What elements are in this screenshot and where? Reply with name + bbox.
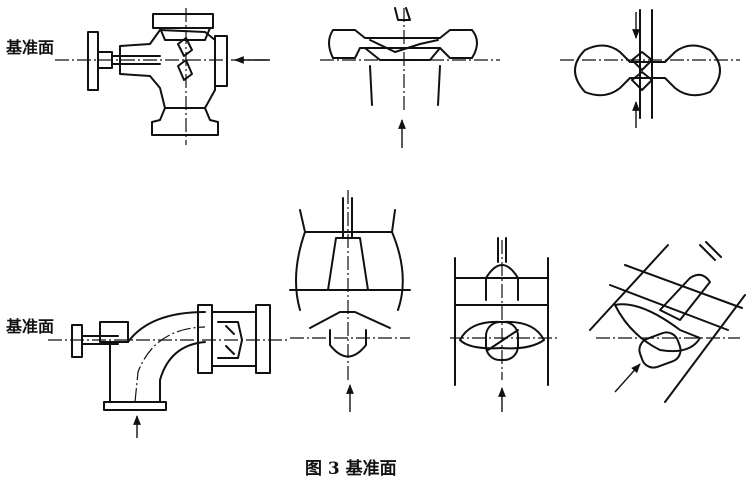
inclined-bulb	[659, 273, 711, 321]
base	[151, 107, 219, 136]
figure-caption: 图 3 基准面	[305, 458, 397, 479]
spiral-casing	[328, 29, 478, 59]
elbow-inner	[109, 341, 206, 403]
double-casing	[574, 44, 721, 97]
panel-vertical-bulb	[450, 237, 560, 412]
elbow-base	[103, 401, 167, 411]
panel-horizontal-side-inlet: 基准面	[5, 8, 270, 145]
elbow-outer	[127, 311, 206, 343]
panel-double-inlet	[560, 9, 740, 128]
datum-label-top: 基准面	[5, 38, 54, 57]
casing	[119, 29, 216, 109]
flange	[87, 31, 99, 91]
panel-elbow-tube: 基准面	[5, 304, 290, 438]
datum-label-bottom: 基准面	[5, 317, 54, 336]
flow-arrow	[614, 363, 641, 393]
top-cover	[152, 13, 214, 29]
flange	[71, 324, 83, 358]
panel-inclined-bulb	[589, 241, 746, 403]
panel-vertical-axial	[289, 190, 411, 412]
panel-vertical-spiral	[320, 7, 500, 148]
